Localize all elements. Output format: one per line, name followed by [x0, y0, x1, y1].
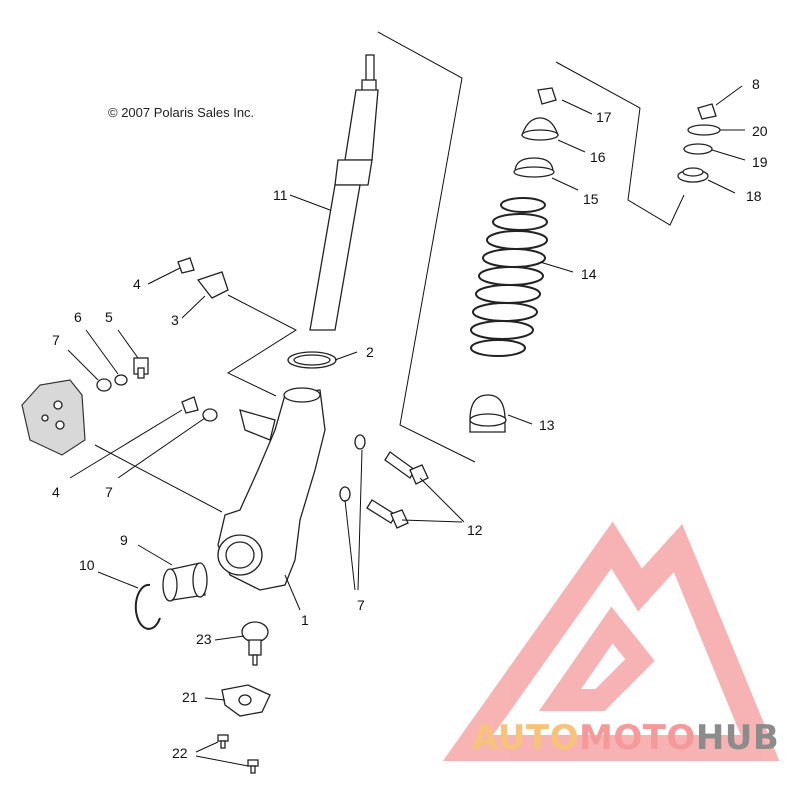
callout-14: 14 [581, 266, 597, 282]
nut-4-mid [181, 396, 199, 414]
callout-17: 17 [596, 109, 612, 125]
washer-7-mid [202, 408, 218, 422]
brand-hub: HUB [695, 718, 780, 758]
washer-6 [114, 374, 128, 386]
washer-19 [683, 143, 713, 155]
bump-stop [469, 394, 507, 433]
callout-5: 5 [105, 309, 113, 325]
callout-15: 15 [583, 191, 599, 207]
callout-4-lower: 4 [52, 484, 60, 500]
callout-20: 20 [752, 123, 768, 139]
shock-absorber [309, 54, 379, 331]
bolt-12-a [384, 451, 429, 485]
callout-6: 6 [74, 309, 82, 325]
washer-20 [687, 124, 721, 136]
brand-moto: MOTO [578, 718, 696, 758]
nut-8 [697, 103, 717, 120]
snap-ring [134, 583, 161, 630]
leader-lines [67, 31, 746, 767]
callout-10: 10 [79, 557, 95, 573]
callout-19: 19 [752, 154, 768, 170]
bracket [196, 271, 229, 299]
callout-8: 8 [752, 76, 760, 92]
callout-7-right: 7 [357, 597, 365, 613]
callout-labels: 1 2 3 4 5 6 7 8 9 10 11 12 13 14 15 16 1… [52, 76, 768, 761]
callout-12: 12 [467, 522, 483, 538]
ball-joint [241, 621, 269, 666]
callout-11: 11 [273, 187, 288, 203]
spring-seat-upper [513, 157, 555, 178]
callout-1: 1 [301, 612, 309, 628]
callout-9: 9 [120, 532, 128, 548]
callout-21: 21 [182, 689, 198, 705]
washer-7-right-b [339, 486, 351, 502]
callout-22: 22 [172, 745, 188, 761]
callout-7: 7 [52, 332, 60, 348]
steering-knuckle [217, 387, 326, 591]
coil-spring [470, 197, 548, 357]
callout-16: 16 [590, 149, 606, 165]
callout-3: 3 [171, 312, 179, 328]
bushing-18 [677, 167, 709, 183]
nut-17 [537, 87, 557, 105]
callout-13: 13 [539, 417, 555, 433]
bearing [162, 562, 208, 602]
bolt-5 [133, 357, 149, 379]
callout-7-lower: 7 [105, 484, 113, 500]
callout-2: 2 [366, 344, 374, 360]
washer-7-right-a [354, 434, 366, 450]
washer-7-left [96, 378, 112, 392]
callout-18: 18 [746, 188, 762, 204]
screw-22-a [217, 734, 229, 749]
watermark-brand: AUTOMOTOHUB [472, 718, 779, 758]
spring-cap [521, 117, 559, 141]
copyright-notice: © 2007 Polaris Sales Inc. [108, 105, 255, 120]
callout-4: 4 [133, 276, 141, 292]
callout-23: 23 [196, 631, 212, 647]
screw-22-b [247, 759, 259, 774]
watermark-logo [442, 521, 780, 761]
brake-caliper [21, 379, 86, 456]
nut-4-top [177, 257, 195, 274]
brand-auto: AUTO [472, 718, 579, 758]
bolt-12-b [366, 499, 409, 529]
